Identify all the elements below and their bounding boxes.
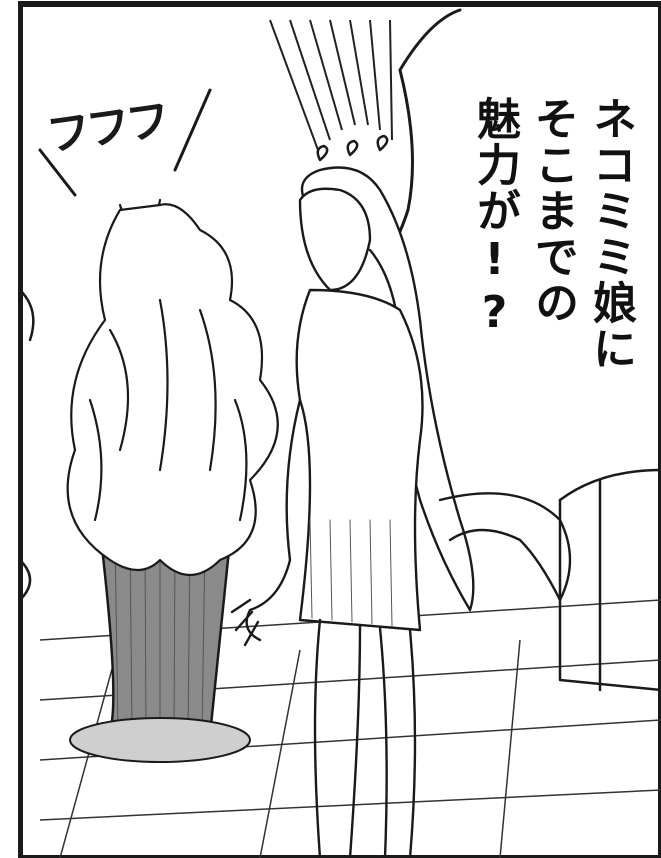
sweat-drops (316, 134, 389, 162)
catgirl-wig (66, 198, 279, 576)
sfx-strokes (38, 88, 212, 197)
speech-line-1: ネコミミ娘に (585, 96, 636, 372)
speech-line-3: 魅力が!? (469, 96, 520, 340)
speech-line-2: そこまでの (527, 96, 578, 326)
gutter (0, 0, 18, 858)
mannequin-stand (69, 528, 251, 763)
edge-object (18, 288, 35, 602)
girl-figure (230, 166, 572, 858)
motion-lines (269, 19, 393, 151)
background-furniture (558, 468, 661, 692)
